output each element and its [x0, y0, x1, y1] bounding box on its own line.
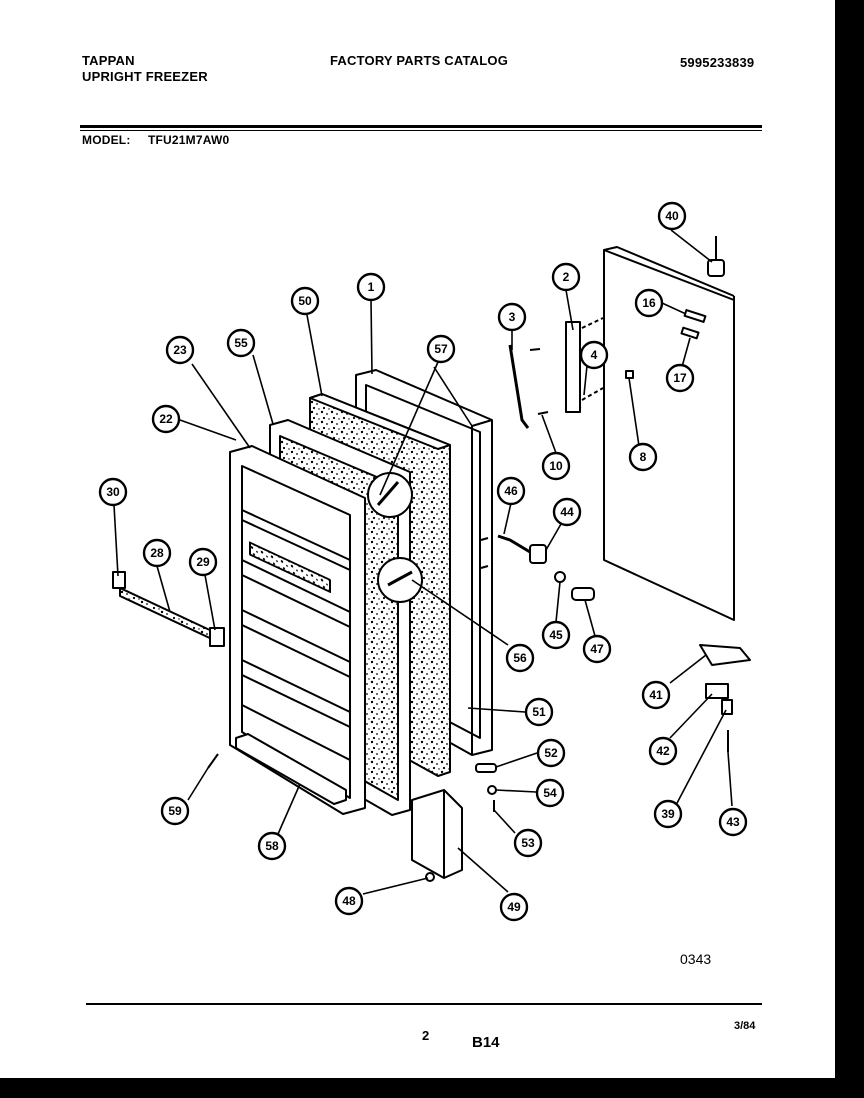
svg-text:52: 52: [544, 746, 558, 760]
callout-22: 22: [151, 404, 181, 434]
svg-text:4: 4: [591, 348, 598, 362]
callout-29: 29: [188, 547, 218, 577]
svg-text:58: 58: [265, 839, 279, 853]
callout-1: 1: [356, 272, 386, 302]
screw-48: [425, 872, 435, 882]
handle-assembly: [508, 317, 604, 429]
callout-3: 3: [497, 302, 527, 332]
page-number: 2: [422, 1028, 430, 1043]
svg-text:28: 28: [150, 546, 164, 560]
callout-57: 57: [426, 334, 456, 364]
bottom-trim: [235, 733, 347, 805]
svg-text:56: 56: [513, 651, 527, 665]
callout-46: 46: [496, 476, 526, 506]
svg-text:39: 39: [661, 807, 675, 821]
callout-8: 8: [628, 442, 658, 472]
callout-45: 45: [541, 620, 571, 650]
catalog-number: 5995233839: [680, 55, 755, 70]
lower-hinge: [699, 644, 751, 752]
svg-text:53: 53: [521, 836, 535, 850]
callout-48: 48: [334, 886, 364, 916]
screw-59: [207, 753, 219, 769]
brand-name: TAPPAN: [82, 53, 135, 68]
svg-text:8: 8: [640, 450, 647, 464]
callout-47: 47: [582, 634, 612, 664]
callout-43: 43: [718, 807, 748, 837]
svg-text:57: 57: [434, 342, 448, 356]
callout-23: 23: [165, 335, 195, 365]
callout-28: 28: [142, 538, 172, 568]
svg-text:10: 10: [549, 459, 563, 473]
svg-text:2: 2: [563, 270, 570, 284]
callout-51: 51: [524, 697, 554, 727]
svg-text:23: 23: [173, 343, 187, 357]
detail-circle-57: [367, 472, 413, 518]
callout-53: 53: [513, 828, 543, 858]
footer-rule: [86, 1003, 762, 1005]
callout-10: 10: [541, 451, 571, 481]
callout-41: 41: [641, 680, 671, 710]
callout-55: 55: [226, 328, 256, 358]
model-number: TFU21M7AW0: [148, 133, 230, 147]
svg-text:42: 42: [656, 744, 670, 758]
svg-text:17: 17: [673, 371, 687, 385]
svg-text:55: 55: [234, 336, 248, 350]
callout-42: 42: [648, 736, 678, 766]
small-hardware: [475, 763, 497, 812]
svg-text:46: 46: [504, 484, 518, 498]
svg-text:40: 40: [665, 209, 679, 223]
callout-56: 56: [505, 643, 535, 673]
svg-text:47: 47: [590, 642, 604, 656]
callout-59: 59: [160, 796, 190, 826]
svg-text:48: 48: [342, 894, 356, 908]
revision-date: 3/84: [734, 1020, 756, 1032]
door-liner: [229, 445, 366, 815]
svg-text:45: 45: [549, 628, 563, 642]
svg-text:16: 16: [642, 296, 656, 310]
svg-text:3: 3: [509, 310, 516, 324]
callout-4: 4: [579, 340, 609, 370]
svg-text:50: 50: [298, 294, 312, 308]
shelf-bar: [112, 571, 225, 647]
svg-text:29: 29: [196, 555, 210, 569]
header-rule: [80, 125, 762, 128]
callout-2: 2: [551, 262, 581, 292]
top-pin: [707, 236, 725, 277]
callout-40: 40: [657, 201, 687, 231]
model-label: MODEL:: [82, 133, 131, 147]
header-rule-thin: [80, 130, 762, 131]
svg-text:54: 54: [543, 786, 557, 800]
svg-text:44: 44: [560, 505, 574, 519]
callout-16: 16: [634, 288, 664, 318]
callout-30: 30: [98, 477, 128, 507]
callout-50: 50: [290, 286, 320, 316]
product-name: UPRIGHT FREEZER: [82, 69, 208, 84]
callout-44: 44: [552, 497, 582, 527]
svg-text:30: 30: [106, 485, 120, 499]
hinge-assembly: [497, 534, 595, 601]
scan-border-right: [835, 0, 864, 1098]
svg-text:49: 49: [507, 900, 521, 914]
svg-text:41: 41: [649, 688, 663, 702]
section-code: B14: [472, 1034, 500, 1051]
svg-text:1: 1: [368, 280, 375, 294]
svg-text:43: 43: [726, 815, 740, 829]
catalog-title: FACTORY PARTS CATALOG: [330, 53, 509, 68]
callout-52: 52: [536, 738, 566, 768]
outer-door-panel: [603, 246, 735, 621]
kick-bracket: [411, 789, 463, 879]
svg-text:22: 22: [159, 412, 173, 426]
svg-text:51: 51: [532, 705, 546, 719]
callout-58: 58: [257, 831, 287, 861]
callout-54: 54: [535, 778, 565, 808]
callout-17: 17: [665, 363, 695, 393]
callout-39: 39: [653, 799, 683, 829]
callout-49: 49: [499, 892, 529, 922]
diagram-code: 0343: [680, 951, 712, 967]
svg-text:59: 59: [168, 804, 182, 818]
scan-border-bottom: [0, 1078, 864, 1098]
